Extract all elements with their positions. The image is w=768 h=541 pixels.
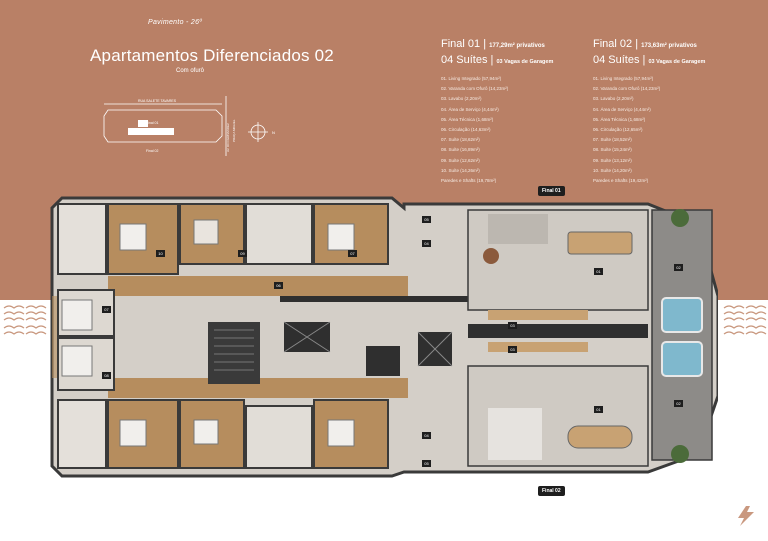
room-item: 04. Área de Serviço (4,44m²)	[593, 106, 651, 112]
room-item: 05. Área Técnica (1,68m²)	[593, 116, 646, 122]
room-item: 08. Suíte (16,89m²)	[441, 147, 480, 153]
floor-label: Pavimento - 26º	[148, 19, 203, 26]
room-item: 08. Suíte (15,24m²)	[593, 147, 632, 153]
room-item: 09. Suíte (12,62m²)	[441, 157, 480, 163]
room-marker: 08	[104, 373, 109, 378]
room-marker: 03	[510, 347, 515, 352]
unit-suites-heading: 04 Suítes | 03 Vagas de Garagem	[441, 54, 554, 66]
suite-room	[57, 399, 389, 469]
room-marker: 02	[676, 265, 681, 270]
room-item: 06. Circulação (14,63m²)	[441, 127, 491, 133]
location-minimap: RUA SALETE TAVARES Final 01 Final 02 AV.…	[103, 96, 275, 156]
unit-suites: 04 Suítes	[593, 54, 640, 66]
minimap-final01-label: Final 01	[146, 121, 159, 125]
room-item: 06. Circulação (12,65m²)	[593, 127, 643, 133]
unit-final-name: Final 01	[441, 38, 481, 50]
room-item: 09. Suíte (13,12m²)	[593, 157, 632, 163]
final01-tag: Final 01	[538, 186, 565, 196]
brand-logo-icon	[738, 506, 754, 526]
street-label: AV. DO FERNANDEZ	[226, 123, 230, 152]
room-marker: 07	[104, 307, 109, 312]
unit-area: 177,29m² privativos	[489, 43, 545, 49]
room-item: 05. Área Técnica (1,68m²)	[441, 116, 494, 122]
room-item: 01. Living Integrado (57,94m²)	[593, 76, 654, 81]
book-pattern-icon	[723, 305, 767, 335]
unit-suites-heading: 04 Suítes | 03 Vagas de Garagem	[593, 54, 706, 66]
room-marker: 04	[424, 241, 429, 246]
room-item: 02. Varanda com Ofurô (14,23m²)	[593, 86, 661, 92]
room-marker: 09	[240, 251, 245, 256]
unit-final-heading: Final 02 | 173,63m² privativos	[593, 38, 697, 50]
street-label: PRAÇA MIGUEL	[232, 119, 236, 142]
room-marker: 03	[510, 323, 515, 328]
unit-spec-final01: Final 01 | 177,29m² privativos 04 Suítes…	[441, 38, 601, 186]
room-marker: 01	[596, 269, 601, 274]
minimap-final02-label: Final 02	[146, 149, 159, 153]
unit-parking: 03 Vagas de Garagem	[496, 59, 554, 65]
room-item: 10. Suíte (14,20m²)	[593, 167, 632, 173]
suite-room	[57, 203, 389, 275]
room-item: 01. Living Integrado (57,94m²)	[441, 76, 502, 81]
final02-tag: Final 02	[538, 486, 565, 496]
room-marker: 07	[350, 251, 355, 256]
room-item: 03. Lavabo (2,20m²)	[441, 96, 482, 102]
room-marker: 04	[424, 433, 429, 438]
room-item: Paredes e Shafts (19,78m²)	[441, 178, 497, 184]
room-marker: 02	[676, 401, 681, 406]
unit-final-name: Final 02	[593, 38, 633, 50]
room-marker: 10	[158, 251, 163, 256]
book-pattern-icon	[3, 305, 47, 335]
unit-parking: 03 Vagas de Garagem	[648, 59, 706, 65]
room-item: 02. Varanda com Ofurô (14,23m²)	[441, 86, 509, 92]
street-label: RUA SALETE TAVARES	[138, 99, 177, 103]
page-title: Apartamentos Diferenciados 02	[90, 46, 334, 65]
room-list: 01. Living Integrado (57,94m²) 02. Varan…	[441, 74, 601, 186]
unit-suites: 04 Suítes	[441, 54, 488, 66]
compass-icon: N	[272, 130, 275, 135]
room-item: Paredes e Shafts (19,42m²)	[593, 178, 649, 184]
unit-final-heading: Final 01 | 177,29m² privativos	[441, 38, 545, 50]
room-marker: 01	[596, 407, 601, 412]
room-list: 01. Living Integrado (57,94m²) 02. Varan…	[593, 74, 753, 186]
unit-spec-final02: Final 02 | 173,63m² privativos 04 Suítes…	[593, 38, 753, 186]
page-subtitle: Com ofurô	[176, 68, 205, 74]
room-item: 10. Suíte (14,26m²)	[441, 167, 480, 173]
room-item: 03. Lavabo (2,20m²)	[593, 96, 634, 102]
floor-plan: 10 09 06 07 07 08 04 04 03 03 01 01 02 0…	[50, 196, 718, 478]
room-item: 04. Área de Serviço (4,44m²)	[441, 106, 499, 112]
room-item: 07. Suíte (18,62m²)	[441, 137, 480, 143]
room-marker: 05	[424, 217, 429, 222]
room-item: 07. Suíte (18,52m²)	[593, 137, 632, 143]
room-marker: 06	[276, 283, 281, 288]
room-marker: 05	[424, 461, 429, 466]
unit-area: 173,63m² privativos	[641, 43, 697, 49]
